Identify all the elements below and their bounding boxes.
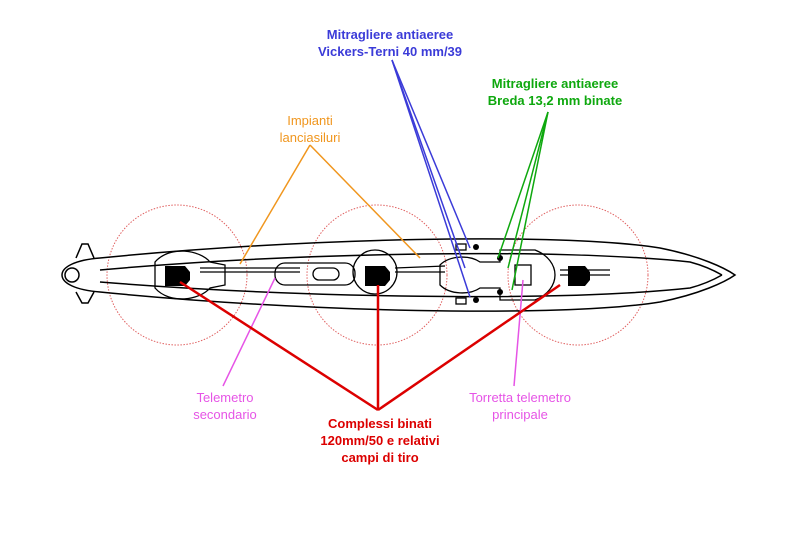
label-twin-gun-mounts: Complessi binati 120mm/50 e relativi cam… — [290, 415, 470, 466]
leader-breda-3 — [511, 111, 549, 291]
aa-gun-starboard — [473, 297, 479, 303]
gun-turrets — [165, 244, 590, 303]
firing-arc-fore — [507, 204, 649, 346]
leader-telemetro-sec — [222, 277, 276, 387]
leader-vickers-3 — [391, 59, 471, 298]
stern-guard-top — [75, 243, 95, 259]
label-breda-line-2: Breda 13,2 mm binate — [487, 93, 623, 108]
bridge — [439, 249, 556, 301]
hull — [61, 238, 737, 312]
label-vickers-line-2: Vickers-Terni 40 mm/39 — [317, 44, 463, 59]
funnel-inner — [312, 267, 340, 281]
label-complessi-line-2: 120mm/50 e relativi — [320, 433, 440, 448]
label-vickers-aa-guns: Mitragliere antiaeree Vickers-Terni 40 m… — [290, 26, 490, 60]
leader-lines-blue — [391, 59, 471, 298]
label-breda-aa-guns: Mitragliere antiaeree Breda 13,2 mm bina… — [455, 75, 655, 109]
breda-gun-port — [497, 255, 503, 261]
leader-siluri-aft — [239, 144, 311, 265]
leader-breda-2 — [507, 111, 549, 269]
label-complessi-line-1: Complessi binati — [327, 416, 433, 431]
torpedo-tube-mid-line-1 — [394, 265, 446, 269]
label-vickers-line-1: Mitragliere antiaeree — [326, 27, 454, 42]
gun-turret-aft — [165, 266, 190, 286]
label-torpedo-launchers: Impianti lanciasiluri — [250, 112, 370, 146]
firing-arcs — [106, 204, 649, 346]
leader-lines-magenta — [222, 277, 524, 387]
hull-outline — [61, 238, 737, 312]
firing-arc-aft — [106, 204, 248, 346]
label-breda-line-1: Mitragliere antiaeree — [491, 76, 619, 91]
aa-mount-starboard — [455, 297, 467, 305]
label-secondary-rangefinder: Telemetro secondario — [160, 389, 290, 423]
hull-deck-line-lower — [99, 274, 723, 298]
label-main-rangefinder-tower: Torretta telemetro principale — [440, 389, 600, 423]
label-torretta-line-1: Torretta telemetro — [469, 390, 571, 405]
label-torretta-line-2: principale — [492, 407, 548, 422]
leader-lines-red — [179, 280, 561, 412]
leader-torretta — [513, 279, 524, 387]
leader-breda-1 — [497, 111, 549, 259]
label-telsec-line-1: Telemetro — [196, 390, 254, 405]
label-siluri-line-2: lanciasiluri — [279, 130, 341, 145]
firing-arc-middle — [306, 204, 448, 346]
leader-siluri-fore — [309, 144, 421, 259]
gun-turret-mid — [365, 266, 390, 286]
label-complessi-line-3: campi di tiro — [341, 450, 419, 465]
leader-complessi-fore — [377, 283, 561, 412]
funnel — [274, 262, 356, 286]
label-siluri-line-1: Impianti — [287, 113, 333, 128]
gun-base-mid — [352, 249, 398, 295]
gun-base-aft — [154, 250, 226, 300]
aa-mount-port — [455, 243, 467, 251]
gun-turret-fore — [568, 266, 590, 286]
leader-vickers-1 — [391, 59, 471, 249]
label-telsec-line-2: secondario — [193, 407, 257, 422]
leader-complessi-aft — [179, 280, 379, 412]
leader-lines-orange — [239, 144, 421, 265]
stern-ring — [64, 267, 80, 283]
stern-guard-bottom — [75, 291, 95, 304]
breda-gun-starboard — [497, 289, 503, 295]
aa-gun-port — [473, 244, 479, 250]
leader-lines-green — [497, 111, 549, 291]
